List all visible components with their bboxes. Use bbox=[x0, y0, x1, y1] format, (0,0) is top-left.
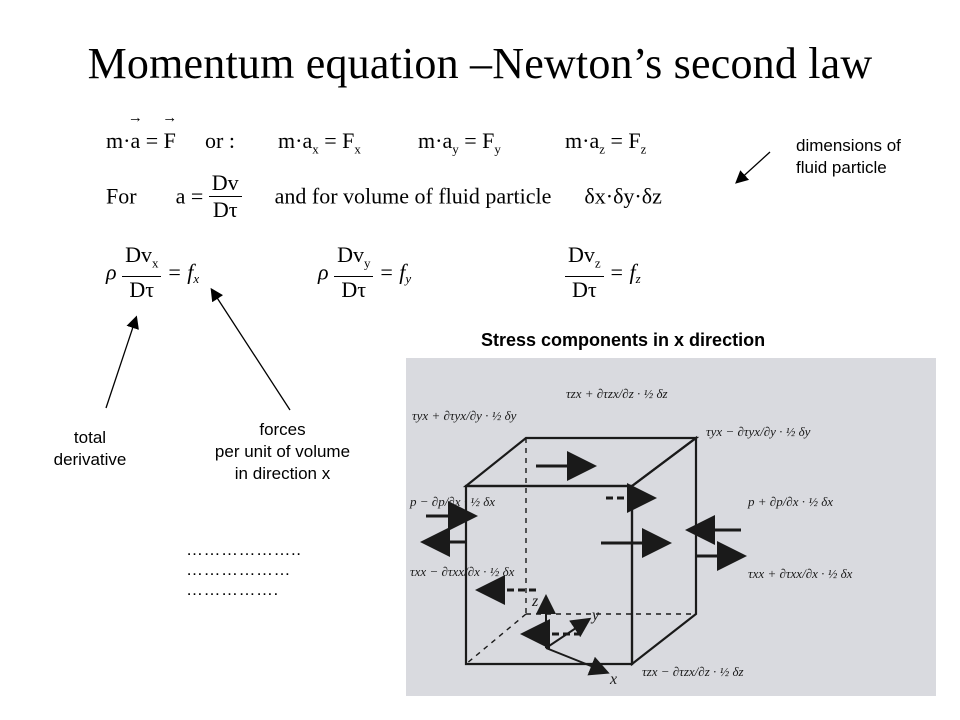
dot-operator: · bbox=[123, 128, 131, 153]
volume-text: and for volume of fluid particle bbox=[274, 183, 552, 209]
axis-z-label: z bbox=[531, 593, 539, 610]
subscript: x bbox=[354, 141, 361, 157]
fz-rhs: = f bbox=[609, 259, 636, 285]
fraction-denominator: Dτ bbox=[341, 277, 367, 303]
label-txx-left: τxx − ∂τxx/∂x · ½ δx bbox=[410, 564, 515, 579]
may-term: m·a bbox=[418, 128, 453, 153]
subscript: x bbox=[193, 271, 200, 287]
subscript: y bbox=[494, 141, 501, 157]
z-component-equation: m·az = Fz bbox=[565, 128, 646, 157]
or-label: or : bbox=[205, 128, 235, 153]
for-label: For bbox=[106, 183, 137, 209]
dvy-dtau-fraction: Dvy Dτ bbox=[334, 242, 374, 303]
subscript: z bbox=[635, 271, 641, 287]
x-component-equation: m·ax = Fx bbox=[278, 128, 361, 157]
rho-symbol: ρ bbox=[106, 259, 117, 285]
subscript: y bbox=[452, 141, 459, 157]
dotted-line: ……………….. bbox=[186, 540, 302, 559]
subscript: y bbox=[405, 271, 412, 287]
note-line: per unit of volume bbox=[214, 442, 351, 461]
fluid-element-cube bbox=[462, 435, 700, 667]
mass-symbol: m bbox=[106, 128, 124, 153]
dimensions-note: dimensions of fluid particle bbox=[796, 135, 901, 179]
fraction-numerator: Dvx bbox=[122, 242, 162, 278]
dvz-dtau-fraction: Dvz Dτ bbox=[565, 242, 604, 303]
y-component-equation: m·ay = Fy bbox=[418, 128, 501, 157]
subscript: z bbox=[599, 141, 605, 157]
dimensions-arrow bbox=[735, 151, 771, 184]
stress-components-figure: z y x τyx + ∂τyx/∂y · ½ δy τzx + ∂τzx/∂z… bbox=[406, 358, 936, 696]
fraction-numerator: Dvy bbox=[334, 242, 374, 278]
label-tzx-top: τzx + ∂τzx/∂z · ½ δz bbox=[566, 386, 668, 401]
numerator-text: Dv bbox=[568, 242, 595, 267]
note-line: total bbox=[73, 428, 107, 447]
label-p-right: p + ∂p/∂x · ½ δx bbox=[747, 494, 833, 509]
maz-term: m·a bbox=[565, 128, 600, 153]
dv-dtau-fraction: Dv Dτ bbox=[208, 170, 242, 223]
a-equals: a = bbox=[175, 183, 204, 209]
equals-sign: = bbox=[145, 128, 159, 153]
dotted-placeholder-lines: ……………….. ……………… ……………. bbox=[186, 540, 301, 600]
fz-term: = F bbox=[610, 128, 641, 153]
label-txx-right: τxx + ∂τxx/∂x · ½ δx bbox=[748, 566, 853, 581]
x-momentum-equation: ρ Dvx Dτ = fx bbox=[106, 242, 199, 303]
forces-note: forces per unit of volume in direction x bbox=[180, 419, 385, 485]
axis-x-label: x bbox=[609, 671, 617, 688]
fy-term: = F bbox=[464, 128, 495, 153]
newton-vector-equation: m·a = F bbox=[106, 128, 176, 154]
forces-arrow bbox=[210, 287, 291, 411]
x-axis bbox=[545, 647, 610, 676]
max-term: m·a bbox=[278, 128, 313, 153]
subscript: z bbox=[640, 141, 647, 157]
total-derivative-arrow bbox=[105, 315, 139, 409]
label-tyx-top: τyx + ∂τyx/∂y · ½ δy bbox=[412, 408, 517, 423]
subscript: x bbox=[151, 255, 159, 271]
note-line: derivative bbox=[53, 450, 127, 469]
dotted-line: ……………… bbox=[186, 560, 291, 579]
note-line: in direction x bbox=[234, 464, 331, 483]
fraction-denominator: Dτ bbox=[571, 277, 597, 303]
axis-y-label: y bbox=[590, 607, 600, 624]
note-line: forces bbox=[259, 420, 306, 439]
note-line: fluid particle bbox=[796, 158, 887, 177]
total-derivative-note: total derivative bbox=[30, 427, 150, 471]
dotted-line: ……………. bbox=[186, 580, 279, 599]
label-p-left: p − ∂p/∂x · ½ δx bbox=[409, 494, 495, 509]
label-tzx-bottom: τzx − ∂τzx/∂z · ½ δz bbox=[642, 664, 744, 679]
acceleration-vector: a bbox=[130, 128, 140, 154]
fraction-denominator: Dτ bbox=[129, 277, 155, 303]
force-vector: F bbox=[164, 128, 176, 154]
subscript: z bbox=[594, 255, 601, 271]
fx-term: = F bbox=[324, 128, 355, 153]
fraction-numerator: Dvz bbox=[565, 242, 604, 278]
y-momentum-equation: ρ Dvy Dτ = fy bbox=[318, 242, 411, 303]
stress-figure-title: Stress components in x direction bbox=[481, 330, 766, 350]
y-axis bbox=[545, 617, 592, 649]
note-line: dimensions of bbox=[796, 136, 901, 155]
z-momentum-equation: Dvz Dτ = fz bbox=[565, 242, 641, 303]
numerator-text: Dv bbox=[337, 242, 364, 267]
numerator-text: Dv bbox=[125, 242, 152, 267]
fraction-denominator: Dτ bbox=[212, 197, 238, 222]
fraction-numerator: Dv bbox=[208, 170, 242, 197]
acceleration-definition: For a = Dv Dτ and for volume of fluid pa… bbox=[106, 170, 662, 223]
particle-volume: δx·δy·δz bbox=[584, 183, 662, 209]
fy-rhs: = f bbox=[378, 259, 406, 285]
fx-rhs: = f bbox=[166, 259, 194, 285]
slide-title: Momentum equation –Newton’s second law bbox=[87, 39, 873, 88]
dvx-dtau-fraction: Dvx Dτ bbox=[122, 242, 162, 303]
label-tyx-right: τyx − ∂τyx/∂y · ½ δy bbox=[706, 424, 811, 439]
subscript: y bbox=[363, 255, 371, 271]
rho-symbol: ρ bbox=[318, 259, 329, 285]
subscript: x bbox=[312, 141, 319, 157]
